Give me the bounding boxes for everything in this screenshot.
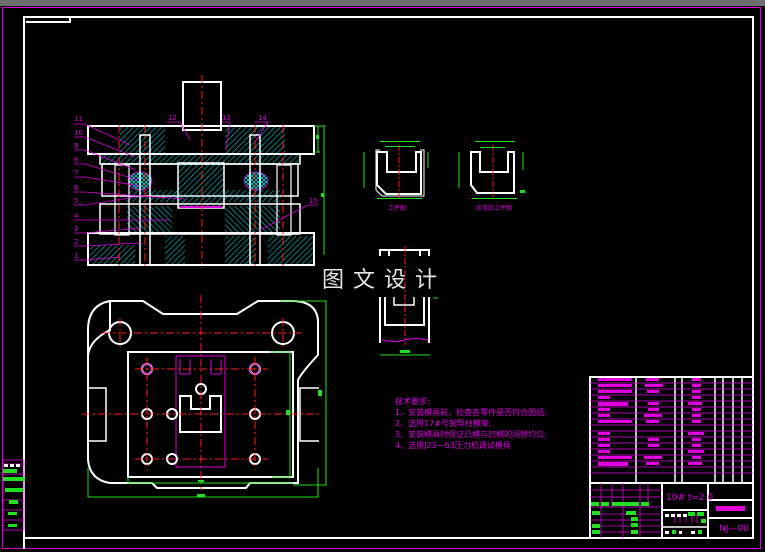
callout-13: 13 — [222, 114, 231, 122]
tech-req-item-2: 2、选用17#号钢导柱模架; — [395, 419, 492, 428]
callout-2: 2 — [74, 238, 78, 246]
callout-12: 12 — [168, 114, 177, 122]
margin-revision-table — [2, 459, 25, 531]
tech-req-item-4: 4、选用J23—63压力机调试模具 — [395, 441, 511, 450]
watermark-text: 图文设计 — [322, 268, 447, 293]
company-name-bar — [716, 506, 745, 511]
blank-view[interactable] — [379, 246, 438, 356]
window-top-bar — [0, 0, 765, 6]
part-callouts: 11 10 9 8 7 6 5 4 3 2 1 12 13 14 15 — [74, 114, 318, 261]
technical-requirements: 技术要求: 1、安装模具前，检查各零件是否符合图纸; 2、选用17#号钢导柱模架… — [395, 396, 547, 451]
tech-req-title: 技术要求: — [395, 397, 430, 406]
callout-8: 8 — [74, 156, 78, 164]
callout-3: 3 — [74, 225, 78, 233]
die-base-plan-view[interactable] — [82, 295, 327, 498]
die-assembly-section-view[interactable] — [87, 75, 326, 268]
callout-7: 7 — [74, 169, 78, 177]
callout-1: 1 — [74, 252, 78, 260]
callout-9: 9 — [74, 142, 78, 150]
tech-req-item-1: 1、安装模具前，检查各零件是否符合图纸; — [395, 408, 547, 417]
callout-6: 6 — [74, 184, 79, 192]
callout-11: 11 — [74, 115, 83, 123]
workpiece-view[interactable]: 工件图 — [363, 141, 429, 212]
tech-req-item-3: 3、安装模具时保证凸模与凹模的间隙均匀; — [395, 430, 547, 439]
callout-5: 5 — [74, 197, 78, 205]
title-block[interactable]: 10# t=2.0 NJ—00 — [589, 482, 754, 539]
bent-workpiece-view[interactable]: 压弯后工件图 — [458, 141, 525, 212]
bent-workpiece-caption: 压弯后工件图 — [476, 204, 512, 212]
material-thickness-label: 10# t=2.0 — [666, 493, 714, 503]
workpiece-caption: 工件图 — [388, 204, 406, 212]
drawing-number: NJ—00 — [719, 524, 749, 534]
callout-4: 4 — [74, 212, 79, 220]
bom-table[interactable] — [589, 376, 754, 484]
callout-10: 10 — [74, 129, 83, 137]
callout-15: 15 — [309, 197, 318, 205]
callout-14: 14 — [258, 114, 267, 122]
